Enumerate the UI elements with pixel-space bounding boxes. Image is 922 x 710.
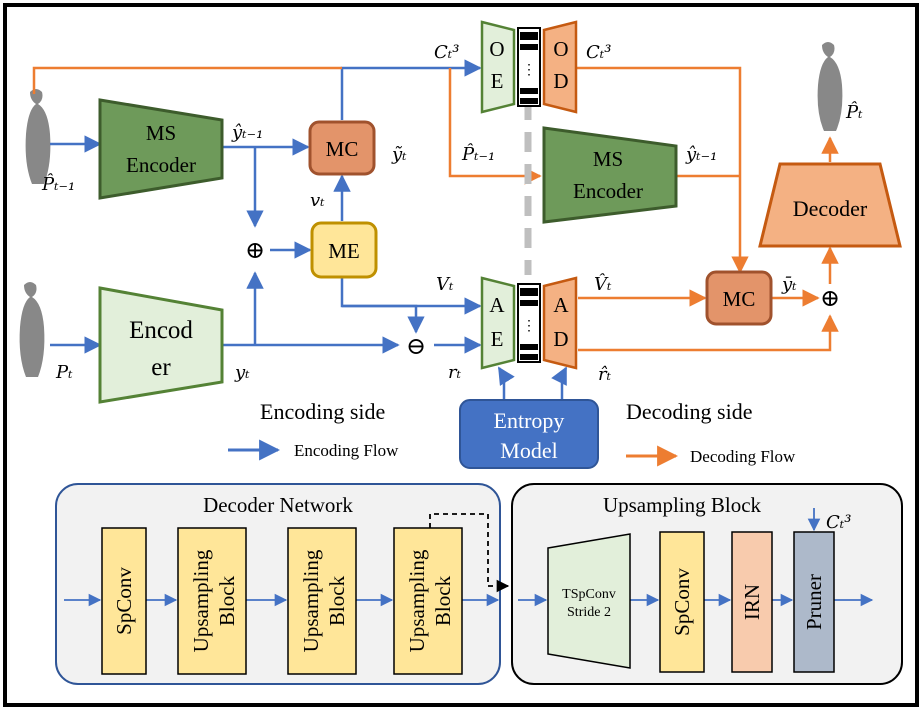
label-v-t: vₜ (310, 190, 325, 211)
decoder-network-title: Decoder Network (203, 493, 353, 517)
tspconv-block: TSpConv Stride 2 (547, 533, 631, 669)
decoder-network-panel: Decoder Network (55, 483, 501, 685)
bitstream-bottom: ⋮ (517, 283, 541, 363)
label-p-hat-t: P̂ₜ (845, 101, 863, 123)
upsampling-3-line2: Block (431, 575, 455, 626)
ms-encoder-right: MS Encoder (542, 126, 678, 224)
tspconv-line1: TSpConv (562, 587, 616, 602)
oe-top: O (489, 37, 504, 61)
point-cloud-icon (25, 89, 51, 184)
pruner-label: Pruner (802, 574, 826, 630)
point-cloud-icon (817, 42, 843, 131)
upsampling-1-line2: Block (215, 575, 239, 626)
upsampling-2-line2: Block (325, 575, 349, 626)
encoding-flow-lines (50, 59, 568, 400)
label-r-t: rₜ (448, 362, 462, 383)
decoder-label: Decoder (793, 196, 868, 221)
ellipsis-icon: ⋮ (522, 319, 536, 334)
oe-block: O E (480, 20, 516, 114)
ae-top: A (489, 293, 505, 317)
point-cloud-icon (19, 282, 45, 377)
entropy-line2: Model (500, 438, 557, 463)
mc-bottom-label: MC (723, 287, 756, 311)
label-c-t3-right: Cₜ³ (586, 42, 611, 63)
encoder-line2: er (151, 354, 171, 381)
ms-encoder-left: MS Encoder (98, 98, 224, 200)
decoder-network-flow (64, 508, 874, 607)
spconv2-label: SpConv (670, 568, 694, 636)
oplus-icon: ⊕ (820, 286, 840, 312)
label-r-hat-t: r̂ₜ (598, 364, 612, 385)
upsampling-1-line1: Upsampling (189, 549, 213, 652)
mc-bottom: MC (705, 270, 773, 326)
mc-top: MC (308, 120, 376, 176)
oplus-icon: ⊕ (245, 238, 265, 264)
spconv-label: SpConv (112, 567, 136, 635)
oe-bottom: E (491, 69, 504, 93)
decoder: Decoder (758, 162, 902, 248)
me-block: ME (310, 221, 378, 279)
ms-encoder-left-line2: Encoder (126, 153, 196, 177)
decoding-flow-lines (32, 66, 839, 352)
legend-encoding-label: Encoding Flow (294, 441, 399, 460)
me-label: ME (328, 239, 360, 263)
od-block: O D (542, 20, 578, 114)
label-p-hat-tm1-mid: P̂ₜ₋₁ (461, 143, 495, 165)
irn-block: IRN (731, 531, 773, 673)
bitstream-top: ⋮ (517, 27, 541, 107)
irn-label: IRN (740, 584, 764, 620)
encoding-side-label: Encoding side (260, 399, 385, 424)
ms-encoder-left-line1: MS (146, 121, 176, 145)
label-y-t: yₜ (234, 362, 250, 383)
spconv-block: SpConv (101, 527, 147, 675)
encoder: Encod er (98, 286, 224, 404)
label-y-hat-tm1-left: ŷₜ₋₁ (231, 122, 263, 143)
ms-encoder-right-line2: Encoder (573, 179, 643, 203)
entropy-model: Entropy Model (459, 399, 599, 469)
upsampling-block-2: Upsampling Block (287, 527, 357, 675)
ellipsis-icon: ⋮ (522, 63, 536, 78)
label-y-bar-t: ȳₜ (781, 274, 797, 295)
pruner-block: Pruner (793, 531, 835, 673)
ae-bottom: E (491, 327, 504, 351)
mc-top-label: MC (326, 137, 359, 161)
label-V-t: Vₜ (436, 274, 454, 295)
upsampling-3-line1: Upsampling (405, 549, 429, 652)
legend-decoding-label: Decoding Flow (690, 447, 796, 466)
label-c-t3-pruner: Cₜ³ (826, 512, 851, 533)
spconv-block-2: SpConv (659, 531, 705, 673)
label-p-t: Pₜ (55, 362, 73, 383)
ad-top: A (553, 293, 569, 317)
label-c-t3-left: Cₜ³ (434, 42, 459, 63)
label-y-hat-tm1-right: ŷₜ₋₁ (685, 144, 717, 165)
ominus-icon: ⊖ (406, 334, 426, 360)
upsampling-block-1: Upsampling Block (177, 527, 247, 675)
label-V-hat-t: V̂ₜ (594, 273, 612, 295)
upsampling-block-title: Upsampling Block (603, 493, 762, 517)
upsampling-2-line1: Upsampling (299, 549, 323, 652)
ae-block: A E (480, 276, 516, 370)
upsampling-block-3: Upsampling Block (393, 527, 463, 675)
tspconv-line2: Stride 2 (567, 605, 611, 620)
od-bottom: D (553, 69, 568, 93)
decoding-side-label: Decoding side (626, 399, 752, 424)
ms-encoder-right-line1: MS (593, 147, 623, 171)
entropy-line1: Entropy (494, 408, 565, 433)
encoder-line1: Encod (129, 317, 193, 344)
label-p-hat-tm1-left: P̂ₜ₋₁ (41, 173, 75, 195)
od-top: O (553, 37, 568, 61)
ad-bottom: D (553, 327, 568, 351)
zoom-connector (429, 513, 510, 593)
ad-block: A D (542, 276, 578, 370)
label-y-tilde-t: ỹₜ (391, 144, 407, 165)
